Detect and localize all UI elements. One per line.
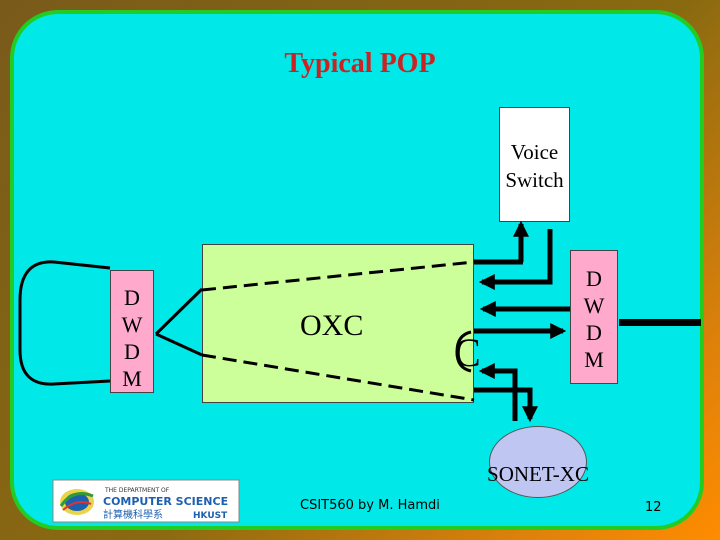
department-logo: THE DEPARTMENT OF COMPUTER SCIENCE 計算機科學… — [52, 479, 240, 523]
dwdm-right-box: D W D M — [570, 250, 618, 384]
svg-text:THE DEPARTMENT OF: THE DEPARTMENT OF — [104, 487, 170, 494]
dwdm-right-letter: M — [584, 347, 604, 372]
arrow-sonet-to-oxc — [478, 362, 518, 421]
page-number: 12 — [645, 500, 662, 515]
sonet-xc-label: SONET-XC — [487, 462, 589, 486]
lightpath-dashed-bottom — [201, 353, 475, 402]
c-curve — [455, 330, 472, 373]
footer-author: CSIT560 by M. Hamdi — [300, 498, 440, 513]
voice-switch-line1: Voice — [510, 140, 559, 164]
left-fiber-line — [18, 260, 111, 386]
arrow-oxc-to-sonet — [474, 387, 539, 423]
dwdm-left-box: D W D M — [110, 270, 154, 393]
svg-text:HKUST: HKUST — [193, 511, 228, 521]
voice-switch-line2: Switch — [505, 168, 564, 192]
voice-switch-box: Voice Switch — [499, 107, 570, 222]
dwdm-left-letter: D — [124, 285, 140, 310]
svg-text:COMPUTER SCIENCE: COMPUTER SCIENCE — [103, 495, 228, 508]
lightpath-dashed-top — [201, 260, 475, 292]
slide-title: Typical POP — [284, 48, 436, 79]
arrow-voice-to-oxc — [478, 229, 553, 291]
right-output-line — [619, 319, 701, 326]
dwdm-right-letter: W — [583, 293, 605, 318]
fanout-line-bottom — [155, 332, 203, 357]
c-label: C — [454, 330, 481, 375]
dwdm-right-letter: D — [586, 266, 602, 291]
sonet-xc-ellipse — [489, 426, 587, 498]
oxc-label: OXC — [300, 309, 364, 342]
dwdm-left-letter: M — [122, 366, 142, 391]
dwdm-left-letter: D — [124, 339, 140, 364]
dwdm-right-letter: D — [586, 320, 602, 345]
svg-text:計算機科學系: 計算機科學系 — [103, 508, 163, 521]
fanout-line-top — [154, 287, 204, 336]
dwdm-left-letter: W — [121, 312, 143, 337]
